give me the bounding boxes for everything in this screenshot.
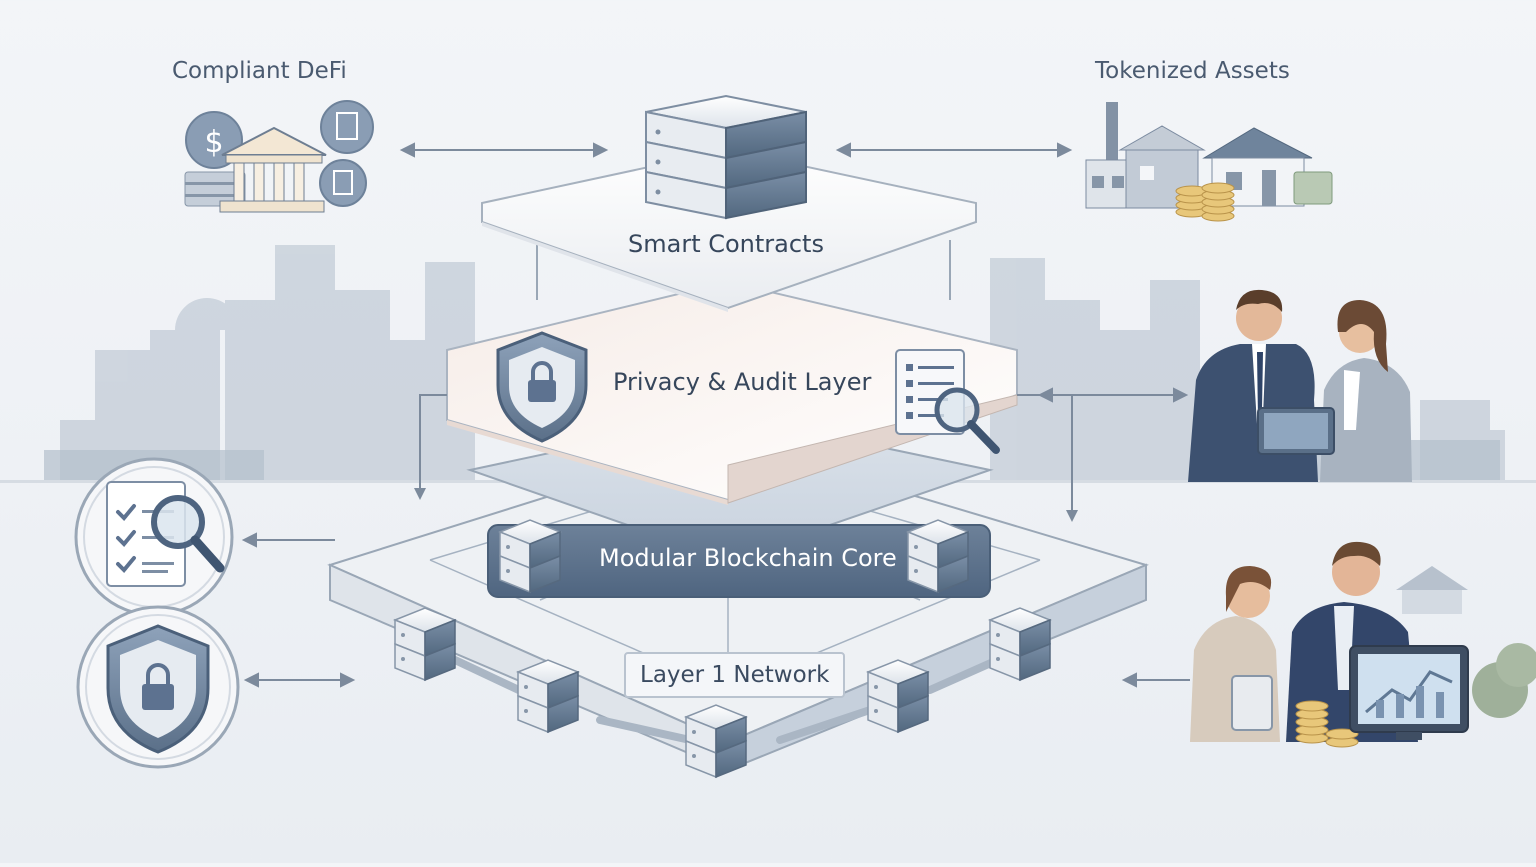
business-people-tablet-icon xyxy=(1188,289,1412,482)
audit-document-icon xyxy=(895,349,1000,454)
tokenized-assets-icon xyxy=(1085,102,1333,222)
privacy-audit-label: Privacy & Audit Layer xyxy=(613,368,872,396)
network-node-icon xyxy=(517,659,579,733)
network-node-icon xyxy=(989,607,1051,681)
smart-contracts-platform xyxy=(481,148,977,312)
core-node-left-icon xyxy=(499,519,561,593)
left-link-arrows xyxy=(241,532,1190,688)
smart-contracts-label: Smart Contracts xyxy=(628,230,824,258)
network-node-icon xyxy=(867,659,929,733)
compliant-defi-label: Compliant DeFi xyxy=(172,58,347,84)
security-shield-icon xyxy=(76,605,240,769)
advisors-coins-monitor-icon xyxy=(1190,541,1536,748)
svg-text:$: $ xyxy=(204,125,223,160)
layer1-network-label: Layer 1 Network xyxy=(624,652,846,698)
tokenized-link-arrow xyxy=(835,142,1073,158)
smart-contracts-server-icon xyxy=(645,94,807,220)
audit-checklist-icon xyxy=(74,457,234,617)
tokenized-assets-label: Tokenized Assets xyxy=(1095,58,1290,84)
privacy-shield-icon xyxy=(496,331,588,443)
people-link-arrow xyxy=(1037,387,1189,403)
compliant-defi-icon: $ xyxy=(184,100,374,213)
defi-link-arrow xyxy=(399,142,609,158)
network-node-icon xyxy=(394,607,456,681)
core-node-right-icon xyxy=(907,519,969,593)
network-node-icon xyxy=(685,704,747,778)
modular-core-label: Modular Blockchain Core xyxy=(599,544,897,572)
